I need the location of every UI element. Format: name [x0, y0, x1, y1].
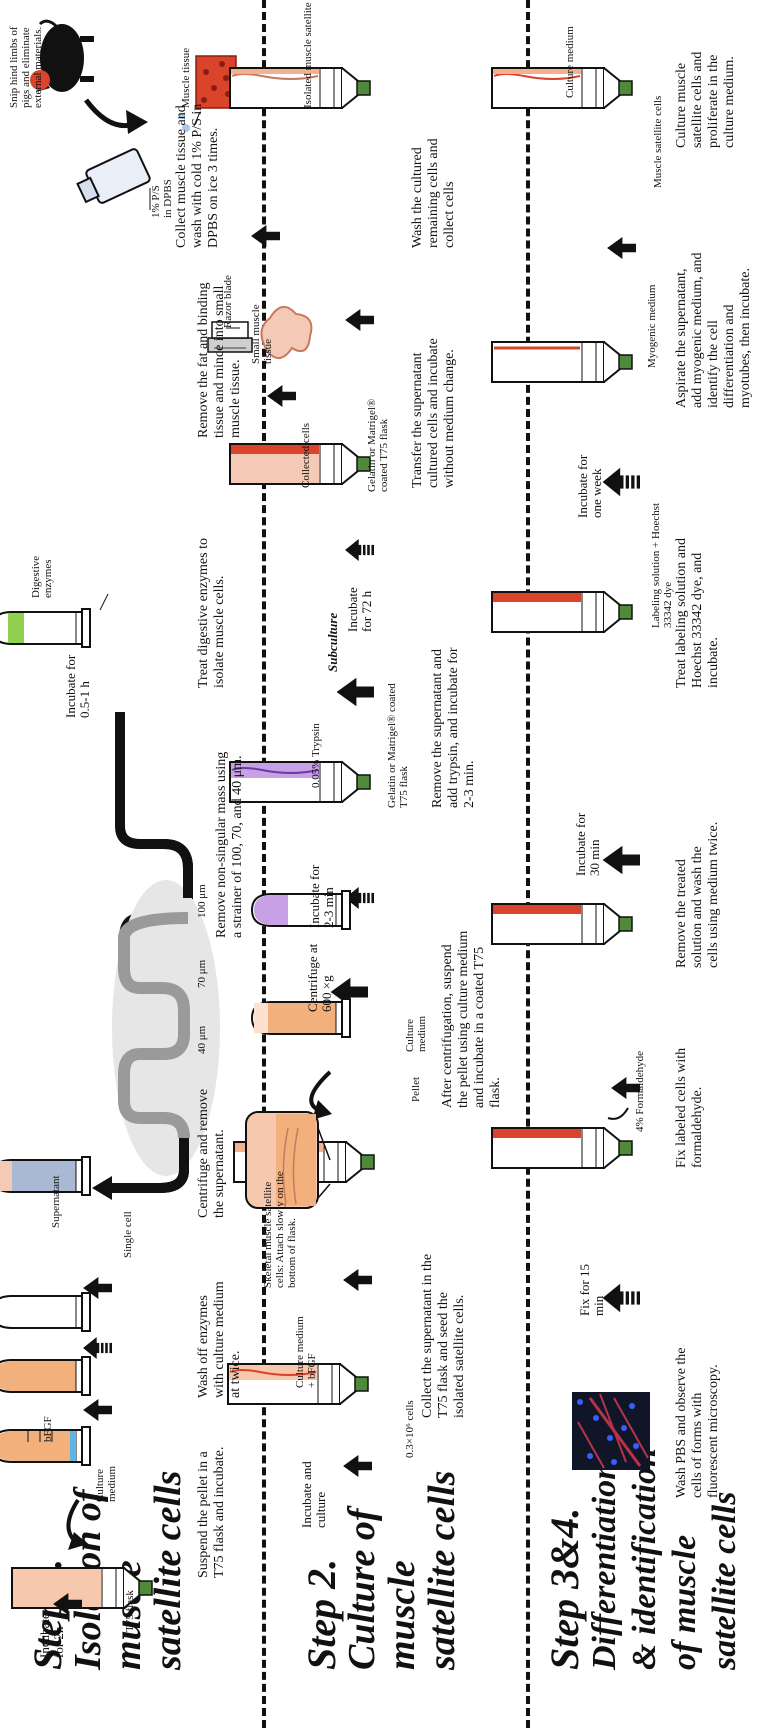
pellet-label: Pellet	[410, 1076, 422, 1102]
step2-desc-5: Collect the supernatant in the T75 flask…	[420, 1253, 467, 1418]
wash-tube-1	[0, 1292, 91, 1332]
step1-desc-1: Collect muscle tissue and wash with cold…	[174, 103, 221, 248]
step34-desc-3: Treat labeling solution and Hoechst 3334…	[674, 538, 721, 688]
trypsin-label: 0.05% Trypsin	[310, 723, 322, 788]
myogenic-label: Myogenic medium	[646, 284, 658, 368]
fluorescent-microscopy-image	[572, 1392, 650, 1470]
muscle-tissue-label: Muscle tissue	[180, 47, 192, 108]
step34-desc-1: Culture muscle satellite cells and proli…	[674, 51, 737, 148]
step3-culture-medium-label: Culture medium	[564, 26, 576, 98]
t75-label: T75 flask	[124, 1590, 136, 1632]
razor-blade-icon	[207, 321, 253, 353]
pig-note: Snip hind limbs of pigs and eliminate ex…	[8, 26, 44, 108]
trypsin-tube	[251, 890, 351, 930]
pellet-culture-medium-label: Culture medium	[404, 1015, 428, 1052]
centrifuge-label: Centrifuge at 600 ×g	[305, 943, 334, 1012]
incubate-05-label: Incubate for 0.5-1 h	[63, 654, 92, 718]
culture-medium-label: Culture medium	[94, 1465, 118, 1502]
trypsin-flask	[229, 761, 371, 803]
msc-label: Muscle satellite cells	[652, 95, 664, 188]
strainer-40-label: 40 μm	[196, 1025, 208, 1054]
step1-desc-3: Treat digestive enzymes to isolate muscl…	[196, 538, 227, 688]
gelatin-label-2: Gelatin or Matrigel® coated T75 flask	[386, 683, 410, 808]
cells-count-label: 0.3×10⁶ cells	[404, 1400, 416, 1458]
small-muscle-label: Small muscle tissue	[250, 304, 274, 364]
labeling-flask	[491, 591, 633, 633]
attach-label: Skeletal muscle satellite cells: Attach …	[262, 1171, 298, 1288]
cm-bfgf-label: Culture medium + bFGF	[294, 1316, 318, 1388]
incubate-culture-label: Incubate and culture	[299, 1461, 328, 1528]
msc-flask	[491, 67, 633, 109]
step34-desc-4: Remove the treated solution and wash the…	[674, 821, 721, 968]
step2-desc-4: After centrifugation, suspend the pellet…	[440, 930, 503, 1108]
step2-desc-3: Remove the supernatant and add trypsin, …	[430, 647, 477, 808]
muscle-tissue	[179, 55, 237, 132]
bfgf-tube	[0, 1426, 91, 1466]
strainer-background	[112, 880, 220, 1176]
collected-cells-label: Collected cells	[300, 422, 312, 488]
small-muscle-tissue	[260, 306, 313, 359]
pig-icon	[30, 19, 94, 92]
step2-desc-1: Wash the cultured remaining cells and co…	[410, 138, 457, 248]
step34-desc-2: Aspirate the supernatant, add myogenic m…	[674, 252, 753, 408]
labeling-label: Labeling solution + Hoechst 33342 dye	[650, 502, 674, 628]
dpbs-bottle	[76, 148, 151, 204]
step1-desc-4: Remove non-singular mass using a straine…	[214, 751, 245, 938]
step34-desc-5: Fix labeled cells with formaldehyde.	[674, 1047, 705, 1168]
gelatin-label-1: Gelatin or Matrigel® coated T75 flask	[366, 398, 390, 492]
fix15-label: Fix for 15 min	[577, 1264, 606, 1316]
ps-dpbs-label: 1% P/S in DPBS	[150, 179, 174, 218]
step1-desc-6: Wash off enzymes with culture medium at …	[196, 1281, 243, 1398]
incubate-week-label: Incubate for one week	[575, 454, 604, 518]
supernatant-tube	[0, 1156, 91, 1196]
incubate-23-label: Incubate for 2-3 min	[307, 864, 336, 928]
incubate-72-label: Incubate for 72 h	[345, 587, 374, 632]
enzyme-tube	[0, 608, 91, 648]
subculture-label: Subculture	[325, 612, 340, 672]
washed-flask	[491, 903, 633, 945]
collected-cells-flask	[229, 443, 371, 485]
magnified-view	[245, 1111, 319, 1209]
step1-desc-2: Remove the fat and binding tissue and mi…	[196, 282, 243, 438]
t75-flask-step1	[11, 1567, 153, 1609]
formaldehyde-flask	[491, 1127, 633, 1169]
incubate-30-label: Incubate for 30 min	[573, 812, 602, 876]
step1-desc-7: Suspend the pellet in a T75 flask and in…	[196, 1446, 227, 1578]
strainer-70-label: 70 μm	[196, 959, 208, 988]
supernatant-label: Supernatant	[50, 1175, 62, 1228]
strainer-100-label: 100 μm	[196, 884, 208, 918]
wash-tube-2	[0, 1356, 91, 1396]
isolated-cells-flask	[229, 67, 371, 109]
pellet-tube	[251, 998, 351, 1038]
digestive-enzymes-label: Digestive enzymes	[30, 555, 54, 598]
isolated-cells-label: Isolated muscle satellite cells	[302, 0, 314, 108]
formaldehyde-label: 4% Formaldehyde	[634, 1051, 646, 1132]
bfgf-label: bFGF	[42, 1416, 54, 1442]
seeded-flask	[227, 1363, 369, 1405]
single-cell-label: Single cell	[122, 1211, 134, 1258]
incubate-2h-label: Incubate for 2h	[37, 1613, 66, 1658]
step34-desc-6: Wash PBS and observe the cells of forms …	[674, 1347, 721, 1498]
step2-desc-2: Transfer the supernatant cultured cells …	[410, 338, 457, 488]
step1-desc-5: Centrifuge and remove the supernatant.	[196, 1088, 227, 1218]
myogenic-flask	[491, 341, 633, 383]
